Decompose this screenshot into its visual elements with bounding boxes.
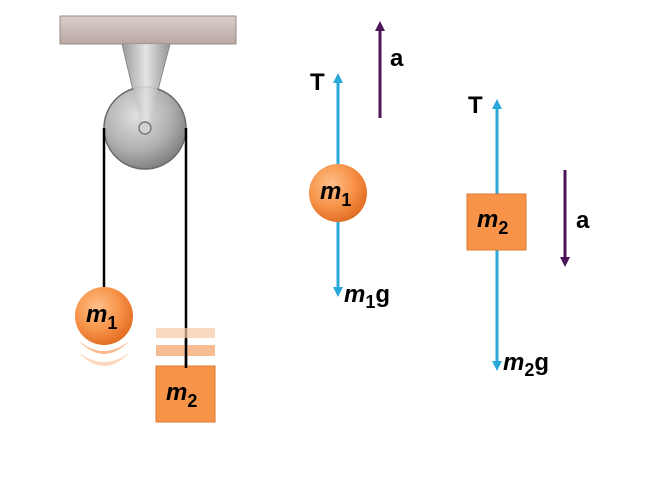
m1-motion-trail	[78, 340, 130, 366]
pulley-bracket-front	[124, 44, 168, 126]
fbd2-mass-label: m2	[477, 206, 508, 238]
m2-label: m2	[166, 379, 197, 411]
fbd1-m1-ball	[309, 164, 367, 222]
pulley-axle	[138, 121, 152, 135]
m1-ball	[75, 287, 133, 345]
fbd2-tension-label: T	[468, 92, 483, 119]
ceiling	[59, 15, 237, 45]
fbd2-weight-label: m2g	[503, 349, 549, 380]
fbd2-m2-block	[466, 193, 527, 251]
fbd1-weight-label: m1g	[344, 281, 390, 312]
fbd1-tension-label: T	[310, 69, 325, 96]
fbd2-accel-label: a	[576, 207, 590, 234]
fbd1-mass-label: m1	[320, 178, 351, 210]
m1-label: m1	[86, 301, 117, 333]
fbd1-accel-label: a	[390, 45, 404, 72]
